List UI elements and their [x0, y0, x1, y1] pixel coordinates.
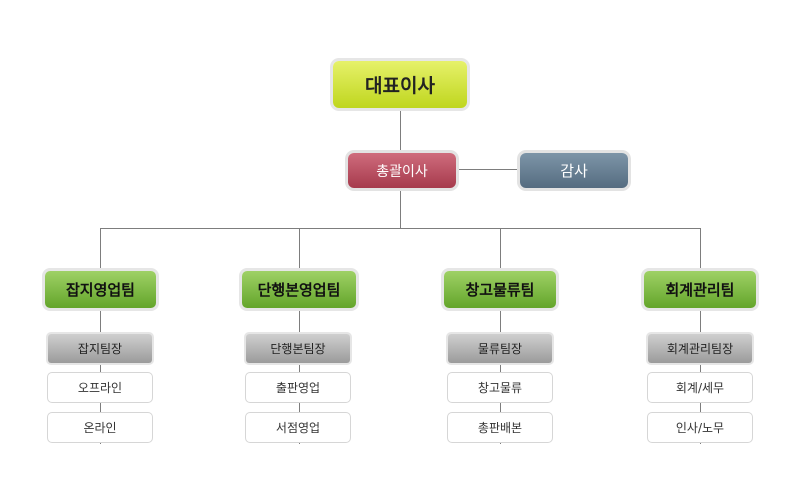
- unit-box: 오프라인: [47, 372, 153, 403]
- ceo-label: 대표이사: [365, 75, 435, 97]
- team-name: 잡지영업팀: [65, 281, 135, 299]
- connector-drop-2: [299, 228, 300, 269]
- unit-label: 총판배본: [477, 421, 523, 435]
- unit-label: 온라인: [83, 421, 117, 435]
- unit-box: 온라인: [47, 412, 153, 443]
- connector-ceo-gm: [400, 111, 401, 152]
- team-lead-box: 회계관리팀장: [648, 334, 752, 363]
- team-box-warehouse-logistics: 창고물류팀: [444, 271, 556, 308]
- unit-label: 서점영업: [275, 421, 321, 435]
- auditor-label: 감사: [560, 162, 588, 180]
- team-name: 회계관리팀: [665, 281, 735, 299]
- connector-gm-audit: [459, 169, 518, 170]
- unit-box: 인사/노무: [647, 412, 753, 443]
- ceo-box: 대표이사: [333, 61, 467, 108]
- team-lead-box: 물류팀장: [448, 334, 552, 363]
- unit-box: 총판배본: [447, 412, 553, 443]
- general-manager-label: 총괄이사: [376, 163, 428, 180]
- unit-label: 오프라인: [77, 381, 123, 395]
- unit-label: 창고물류: [477, 381, 523, 395]
- general-manager-box: 총괄이사: [348, 153, 456, 188]
- team-box-book-sales: 단행본영업팀: [242, 271, 356, 308]
- team-box-accounting: 회계관리팀: [644, 271, 756, 308]
- team-lead-box: 단행본팀장: [246, 334, 350, 363]
- unit-box: 출판영업: [245, 372, 351, 403]
- connector-gm-bus: [400, 191, 401, 228]
- team-lead-label: 단행본팀장: [270, 342, 326, 356]
- team-lead-label: 물류팀장: [477, 342, 523, 356]
- team-box-magazine-sales: 잡지영업팀: [45, 271, 156, 308]
- unit-box: 회계/세무: [647, 372, 753, 403]
- unit-label: 출판영업: [275, 381, 321, 395]
- connector-drop-4: [700, 228, 701, 269]
- unit-box: 서점영업: [245, 412, 351, 443]
- team-name: 단행본영업팀: [257, 281, 341, 299]
- connector-team-bus: [100, 228, 701, 229]
- auditor-box: 감사: [520, 153, 628, 188]
- unit-label: 회계/세무: [675, 381, 725, 395]
- unit-box: 창고물류: [447, 372, 553, 403]
- team-lead-label: 회계관리팀장: [666, 342, 734, 356]
- connector-drop-1: [100, 228, 101, 269]
- team-name: 창고물류팀: [465, 281, 535, 299]
- team-lead-label: 잡지팀장: [77, 342, 123, 356]
- team-lead-box: 잡지팀장: [48, 334, 152, 363]
- connector-drop-3: [500, 228, 501, 269]
- unit-label: 인사/노무: [675, 421, 725, 435]
